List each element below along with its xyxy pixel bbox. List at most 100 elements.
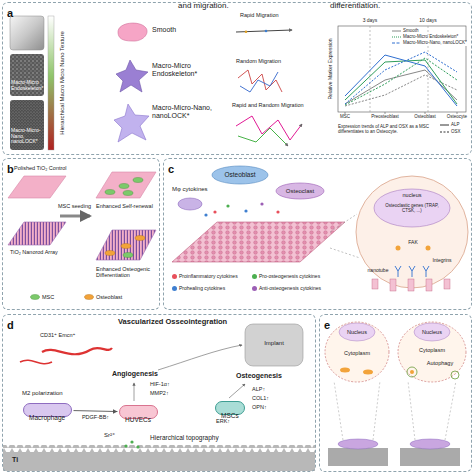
legend-item: Prohealing cytokines (172, 286, 225, 292)
sr-ion (136, 445, 139, 448)
text-label: TiO₂ Nanorod Array (10, 249, 58, 255)
text-label: Autophagy (427, 360, 453, 366)
panel-letter: e (324, 319, 330, 331)
cell-smooth (118, 23, 147, 41)
text-label: Integrins (432, 258, 451, 264)
nucleus-shape (414, 323, 450, 341)
text-label: Osteoclastic genes (TRAP, CTSK, ...) (381, 203, 443, 213)
migration-trace (236, 30, 292, 32)
nanotube-wall (444, 279, 450, 289)
curved-arrow (158, 345, 242, 370)
text-label: Expression trends of ALP and OSX as a MS… (338, 124, 434, 134)
text-label: Implant (264, 340, 284, 347)
cytokine-dot (244, 209, 247, 212)
legend-line (392, 31, 401, 32)
cytokine-dot (260, 202, 263, 205)
osteoclast-blob (276, 183, 324, 199)
text-label: Polished TiO₂ Control (14, 165, 67, 171)
text-label: Osteogenesis (236, 372, 282, 380)
text-label: Hierarchical Macro Micro Nano Texture (59, 31, 66, 135)
text-label: 3 days (363, 18, 378, 24)
text-label: Osteoblast (414, 114, 436, 119)
msc-cell (123, 253, 133, 258)
legend-text: Proinflammatory cytokines (179, 274, 238, 280)
text-label: MSC (340, 114, 350, 119)
text-label: Rapid and Random Migration (232, 102, 304, 108)
legend-item: OSX (440, 130, 461, 135)
cell-outline (325, 322, 389, 382)
text-label: CD31⁺ Emcn⁺ (40, 332, 75, 338)
nanolock-sample-photo (10, 100, 44, 150)
organelle (340, 368, 350, 373)
legend-line-sample (392, 35, 401, 39)
msc-cell (133, 178, 143, 183)
axis-tick (345, 112, 346, 114)
cytokine-dot (204, 213, 207, 216)
legend-shape-sample (84, 294, 94, 300)
panel-letter: b (7, 163, 14, 175)
up-arrow (229, 384, 245, 398)
legend-line-sample (392, 41, 401, 45)
text-label: Macro-Micro-Nano, nanoLOCK* (152, 104, 232, 120)
legend-item: Anti-osteogenesis cytokines (252, 286, 321, 292)
text-label: Nucleus (347, 329, 367, 335)
cytokine-dot (276, 210, 279, 213)
chart-line (345, 52, 457, 104)
chart-frame (338, 26, 466, 112)
cell-node: MSCs (215, 401, 245, 415)
legend-item: MSC (30, 294, 54, 300)
chart-line (345, 75, 457, 106)
nanorod-substrate (8, 222, 66, 245)
msc-cell (105, 190, 115, 195)
nucleus-shape (339, 323, 375, 341)
text-label: 10 days (419, 18, 437, 24)
axis-tick (385, 112, 386, 114)
osteoblast-cell (105, 251, 115, 256)
cell-name: Macrophage (29, 414, 65, 421)
osteoblast-blob (212, 166, 268, 184)
text-label: Enhanced Osteogenic Differentiation (96, 266, 158, 278)
text-label: Random Migration (236, 58, 281, 64)
zoom-line (334, 381, 343, 440)
text-label: Smooth (152, 26, 176, 34)
endoskeleton-sample-photo (10, 54, 44, 96)
legend-line-sample (440, 130, 449, 134)
texture-gradient-bar (48, 16, 54, 150)
legend-item: Pro-osteogenesis cytokines (252, 274, 320, 280)
msc-cell (123, 191, 133, 196)
blood-vessel (42, 348, 112, 354)
macrophage-blob (178, 198, 202, 210)
text-label: Cytoplasm (419, 347, 445, 353)
zoom-line (445, 381, 456, 440)
blood-vessel (20, 360, 52, 363)
magnified-cell (356, 176, 468, 288)
autophagosome-cargo (410, 370, 414, 374)
sr-ion (130, 440, 133, 443)
text-label: differentiation. (330, 2, 380, 11)
text-label: Enhanced Self-renewal (96, 203, 153, 209)
cell-endoskeleton (116, 60, 148, 92)
spread-cell (338, 439, 378, 449)
panel-letter: c (168, 163, 174, 175)
zoom-line (330, 248, 360, 258)
legend-swatch (252, 286, 257, 291)
axis-tick (425, 112, 426, 114)
text-label: MSC seeding (58, 203, 91, 209)
trace-dot (245, 31, 248, 34)
text-label: nanotube (368, 268, 389, 274)
trace-dot (265, 30, 268, 33)
text-label: MMP2↑ (150, 390, 169, 396)
text-label: Vascularized Osseointegration (118, 318, 227, 326)
text-label: Preosteoblast (371, 114, 399, 119)
text-label: Sr²⁺ (104, 432, 115, 439)
chart-line (345, 70, 457, 104)
text-label: nucleus (403, 192, 422, 198)
text-label: Macro-Micro Endoskeleton* (11, 80, 44, 91)
panel-frame: a (2, 2, 472, 155)
legend-swatch (172, 286, 177, 291)
legend-text: Prohealing cytokines (179, 286, 225, 292)
legend-item: Smooth (392, 29, 419, 34)
polished-substrate (8, 176, 66, 198)
substrate-block (328, 448, 388, 466)
legend-item: Osteoblast (84, 294, 122, 300)
